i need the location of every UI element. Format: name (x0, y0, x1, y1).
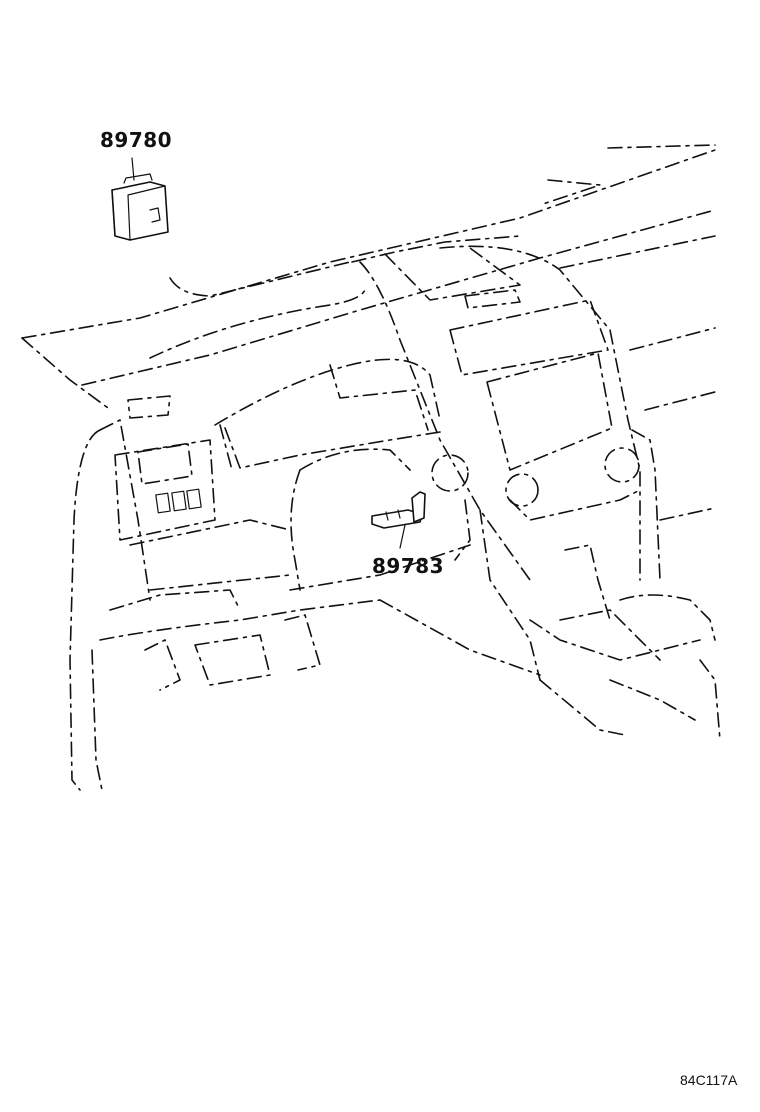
part-label-89783: 89783 (372, 554, 445, 578)
instrument-cluster (127, 289, 441, 471)
part-89780-module (111, 157, 169, 241)
right-dashboard (559, 235, 716, 521)
center-console (379, 509, 721, 741)
part-89783-bracket (371, 491, 426, 549)
left-switch-panel (114, 439, 291, 546)
dashboard-top-outline (21, 144, 716, 409)
part-label-89780: 89780 (100, 128, 173, 152)
center-stack (351, 235, 661, 581)
figure-code: 84C117A (680, 1072, 738, 1088)
left-pillar (69, 419, 151, 791)
steering-column (99, 448, 471, 691)
center-vents (431, 447, 640, 507)
